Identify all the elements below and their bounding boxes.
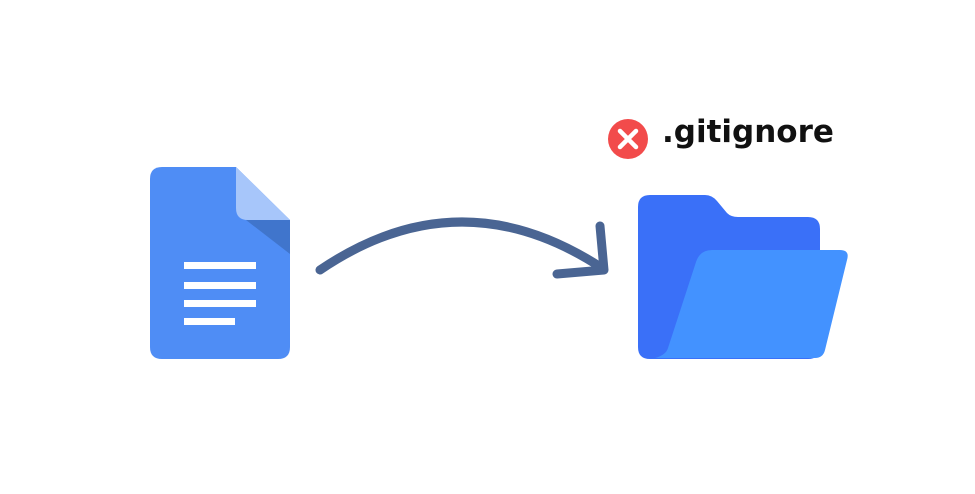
gitignore-label: .gitignore [662,114,834,150]
folder-icon [638,195,848,359]
error-x-circle-icon [608,119,648,159]
curved-arrow-icon [315,217,609,279]
document-icon [150,167,290,359]
